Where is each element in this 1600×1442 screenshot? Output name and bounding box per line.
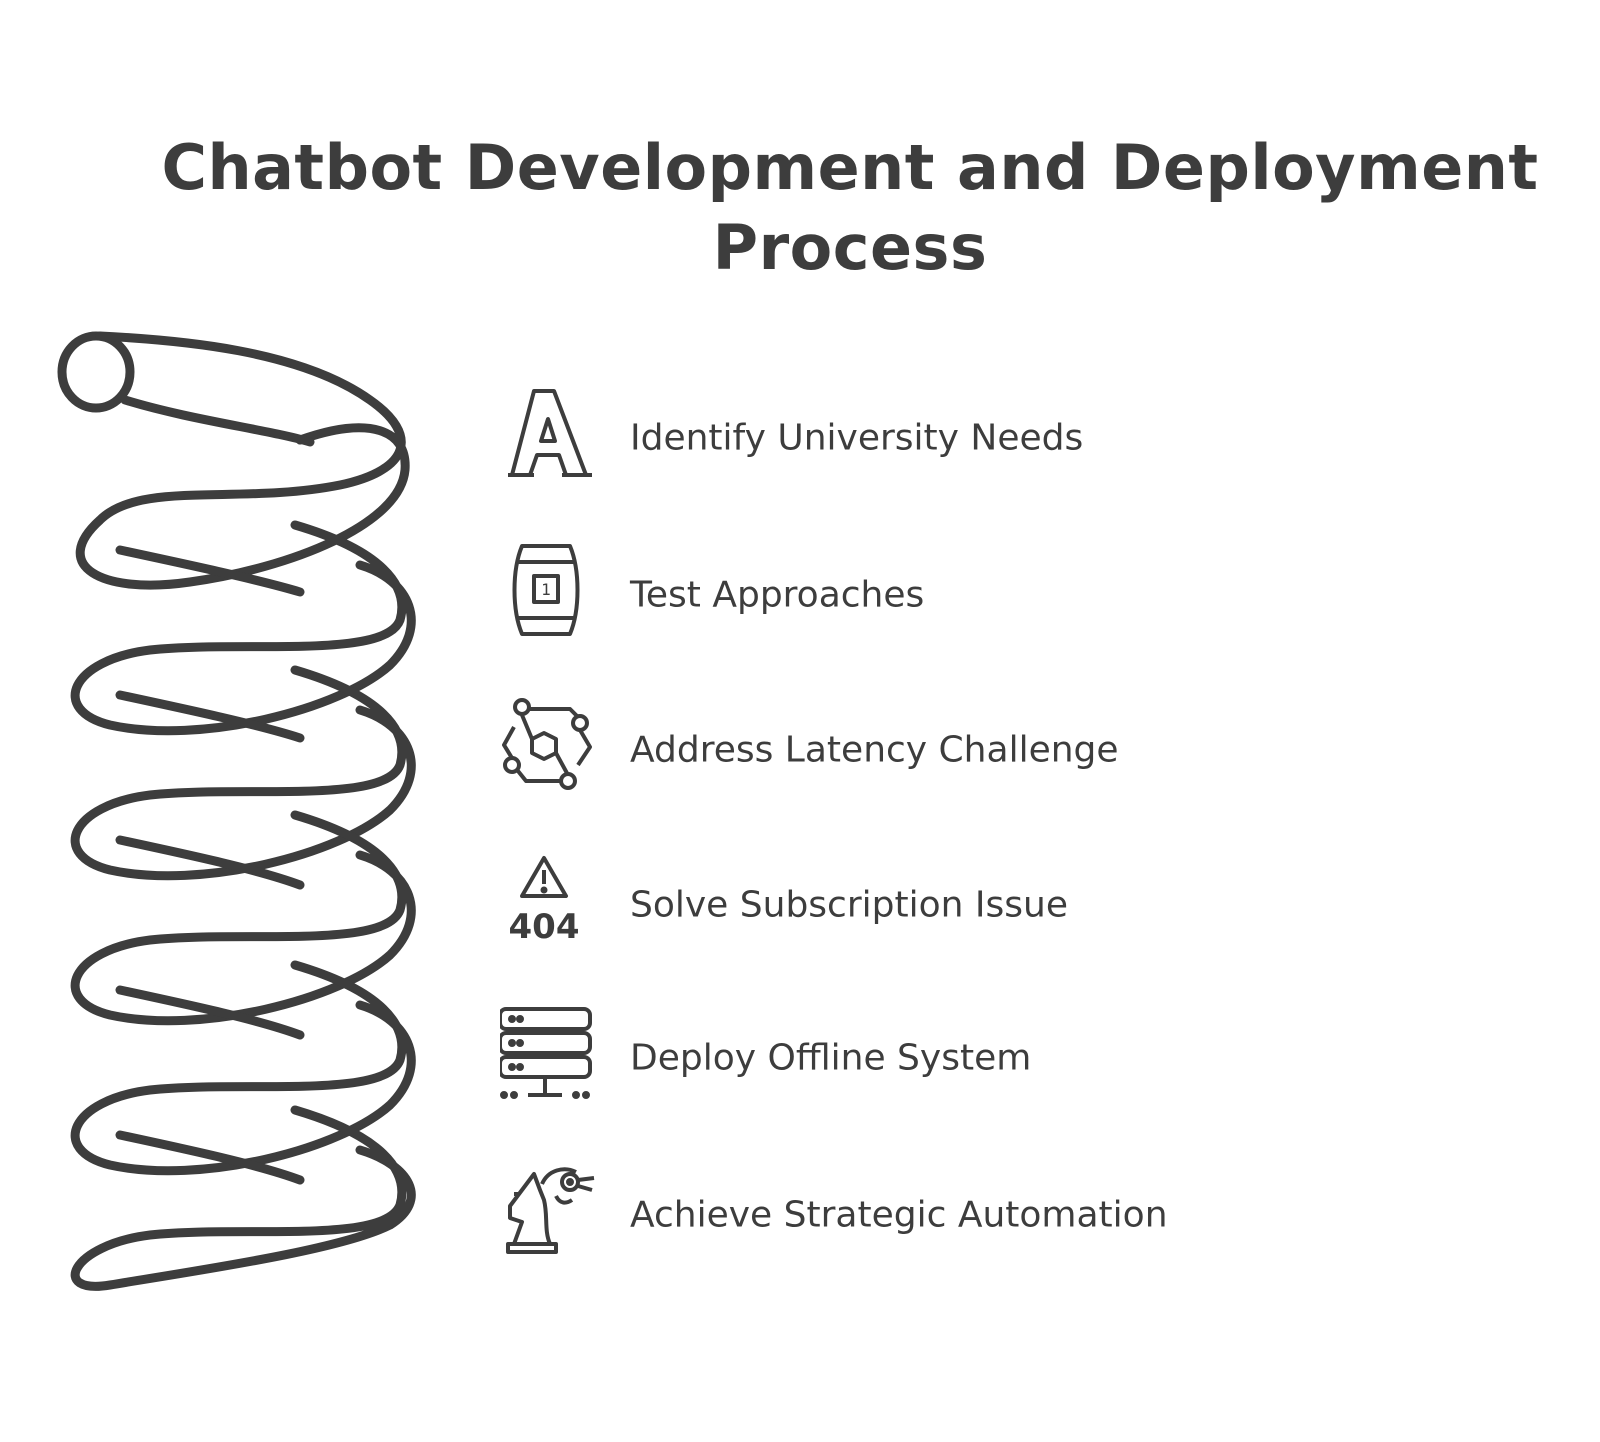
barrel-icon: 1	[512, 544, 580, 636]
svg-text:1: 1	[541, 580, 551, 599]
step-label: Solve Subscription Issue	[630, 884, 1068, 926]
step-label: Deploy Offline System	[630, 1037, 1032, 1079]
chess-knight-icon	[506, 1167, 595, 1254]
step-address-latency: Address Latency Challenge	[500, 695, 1500, 805]
step-strategic-automation: Achieve Strategic Automation	[500, 1160, 1500, 1270]
step-label: Identify University Needs	[630, 417, 1084, 459]
network-nodes-icon	[502, 698, 592, 790]
warning-404-icon: 404	[509, 856, 580, 947]
step-test-approaches: 1 Test Approaches	[500, 540, 1500, 650]
step-solve-subscription: 404 Solve Subscription Issue	[500, 850, 1500, 960]
spiral-spring	[57, 331, 416, 1291]
step-label: Achieve Strategic Automation	[630, 1194, 1168, 1236]
step-identify-needs: Identify University Needs	[500, 383, 1500, 493]
step-deploy-offline: Deploy Offline System	[500, 1003, 1500, 1113]
letter-a-icon	[508, 389, 592, 477]
svg-text:404: 404	[509, 907, 580, 947]
server-rack-icon	[500, 1007, 592, 1099]
step-label: Test Approaches	[630, 574, 925, 616]
diagram-title: Chatbot Development and Deployment Proce…	[161, 131, 1539, 284]
step-label: Address Latency Challenge	[630, 729, 1119, 771]
